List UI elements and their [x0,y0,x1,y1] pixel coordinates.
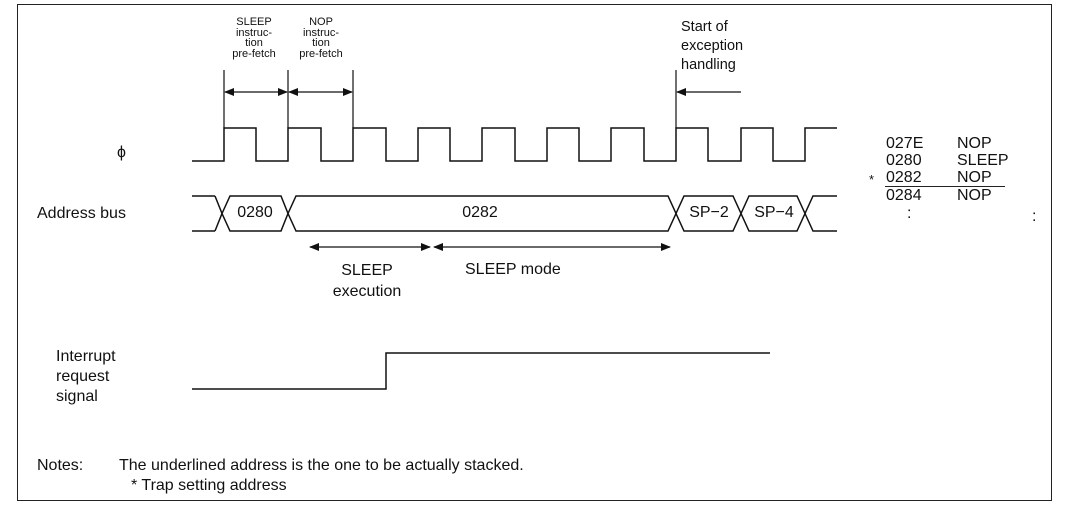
ellipsis-instruction: : [1032,208,1037,225]
bus-value-sp4: SP−4 [754,204,794,221]
interrupt-waveform [192,352,770,390]
listing-instruction: NOP [957,169,992,186]
sleep-prefetch-label: SLEEP instruc- tion pre-fetch [232,16,276,60]
listing-address: 0284 [886,187,922,204]
underline-rule [885,169,1005,187]
address-bus-label: Address bus [37,205,126,222]
interrupt-request-label: Interrupt request signal [56,348,116,405]
trap-marker: * [869,172,875,187]
sleep-execution-label: SLEEP execution [332,262,402,300]
listing-address-underlined: 0282 [886,169,922,186]
listing-instruction: SLEEP [957,152,1009,169]
notes-line-2: * Trap setting address [131,477,287,494]
listing-address: 027E [886,135,924,152]
phi-label: ϕ [117,144,126,161]
clock-waveform [192,127,837,162]
exception-label: Start of exception handling [681,19,744,73]
notes-label: Notes: [37,457,84,474]
bus-value-0280: 0280 [237,204,273,221]
sleep-mode-label: SLEEP mode [465,261,561,278]
notes-line-1: The underlined address is the one to be … [119,457,524,474]
bus-value-sp2: SP−2 [689,204,729,221]
bus-value-0282: 0282 [462,204,498,221]
listing-instruction: NOP [957,187,992,204]
listing-instruction: NOP [957,135,992,152]
listing-address: 0280 [886,152,922,169]
ellipsis-address: : [907,205,912,222]
address-bus-waveform [192,195,837,232]
diagram-frame [17,4,1052,501]
prefetch-markers [223,70,677,128]
nop-prefetch-label: NOP instruc- tion pre-fetch [299,16,343,60]
